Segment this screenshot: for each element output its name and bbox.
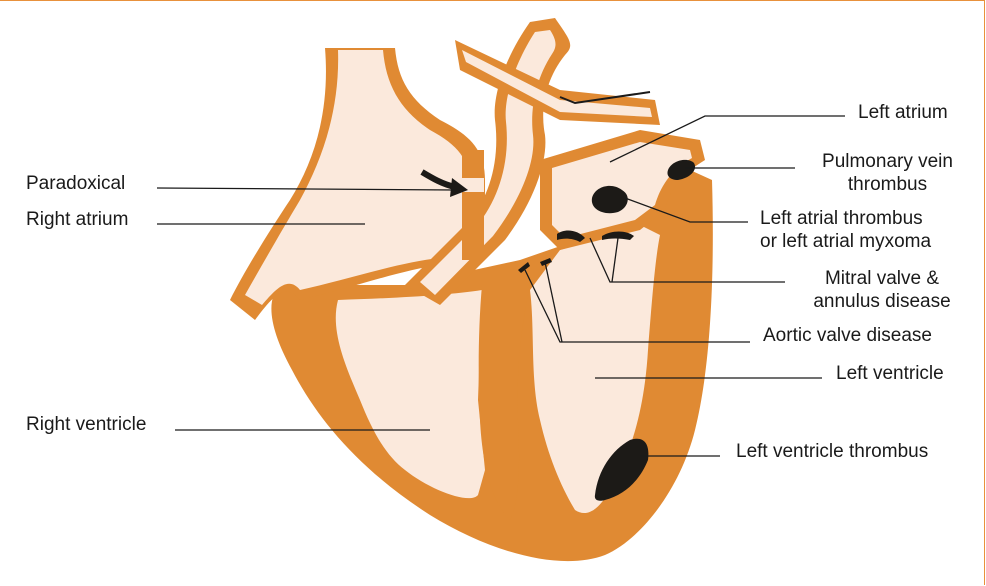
label-right-ventricle: Right ventricle (26, 413, 146, 436)
label-mitral-valve-line1: Mitral valve & (792, 267, 972, 290)
interatrial-septum (462, 150, 484, 260)
label-left-atrial-thrombus-line2: or left atrial myxoma (760, 230, 931, 253)
label-paradoxical: Paradoxical (26, 172, 125, 195)
label-pulmonary-vein-thrombus: Pulmonary vein thrombus (800, 150, 975, 196)
label-left-atrial-thrombus: Left atrial thrombus or left atrial myxo… (760, 207, 931, 253)
label-left-ventricle-thrombus: Left ventricle thrombus (736, 440, 928, 463)
label-left-ventricle: Left ventricle (836, 362, 944, 385)
label-right-atrium: Right atrium (26, 208, 128, 231)
label-pulmonary-vein-thrombus-line1: Pulmonary vein (800, 150, 975, 173)
label-left-atrium: Left atrium (858, 101, 948, 124)
label-aortic-valve-disease: Aortic valve disease (763, 324, 932, 347)
label-left-atrial-thrombus-line1: Left atrial thrombus (760, 207, 931, 230)
right-ventricle-chamber (336, 290, 485, 498)
label-mitral-valve: Mitral valve & annulus disease (792, 267, 972, 313)
label-pulmonary-vein-thrombus-line2: thrombus (800, 173, 975, 196)
label-mitral-valve-line2: annulus disease (792, 290, 972, 313)
